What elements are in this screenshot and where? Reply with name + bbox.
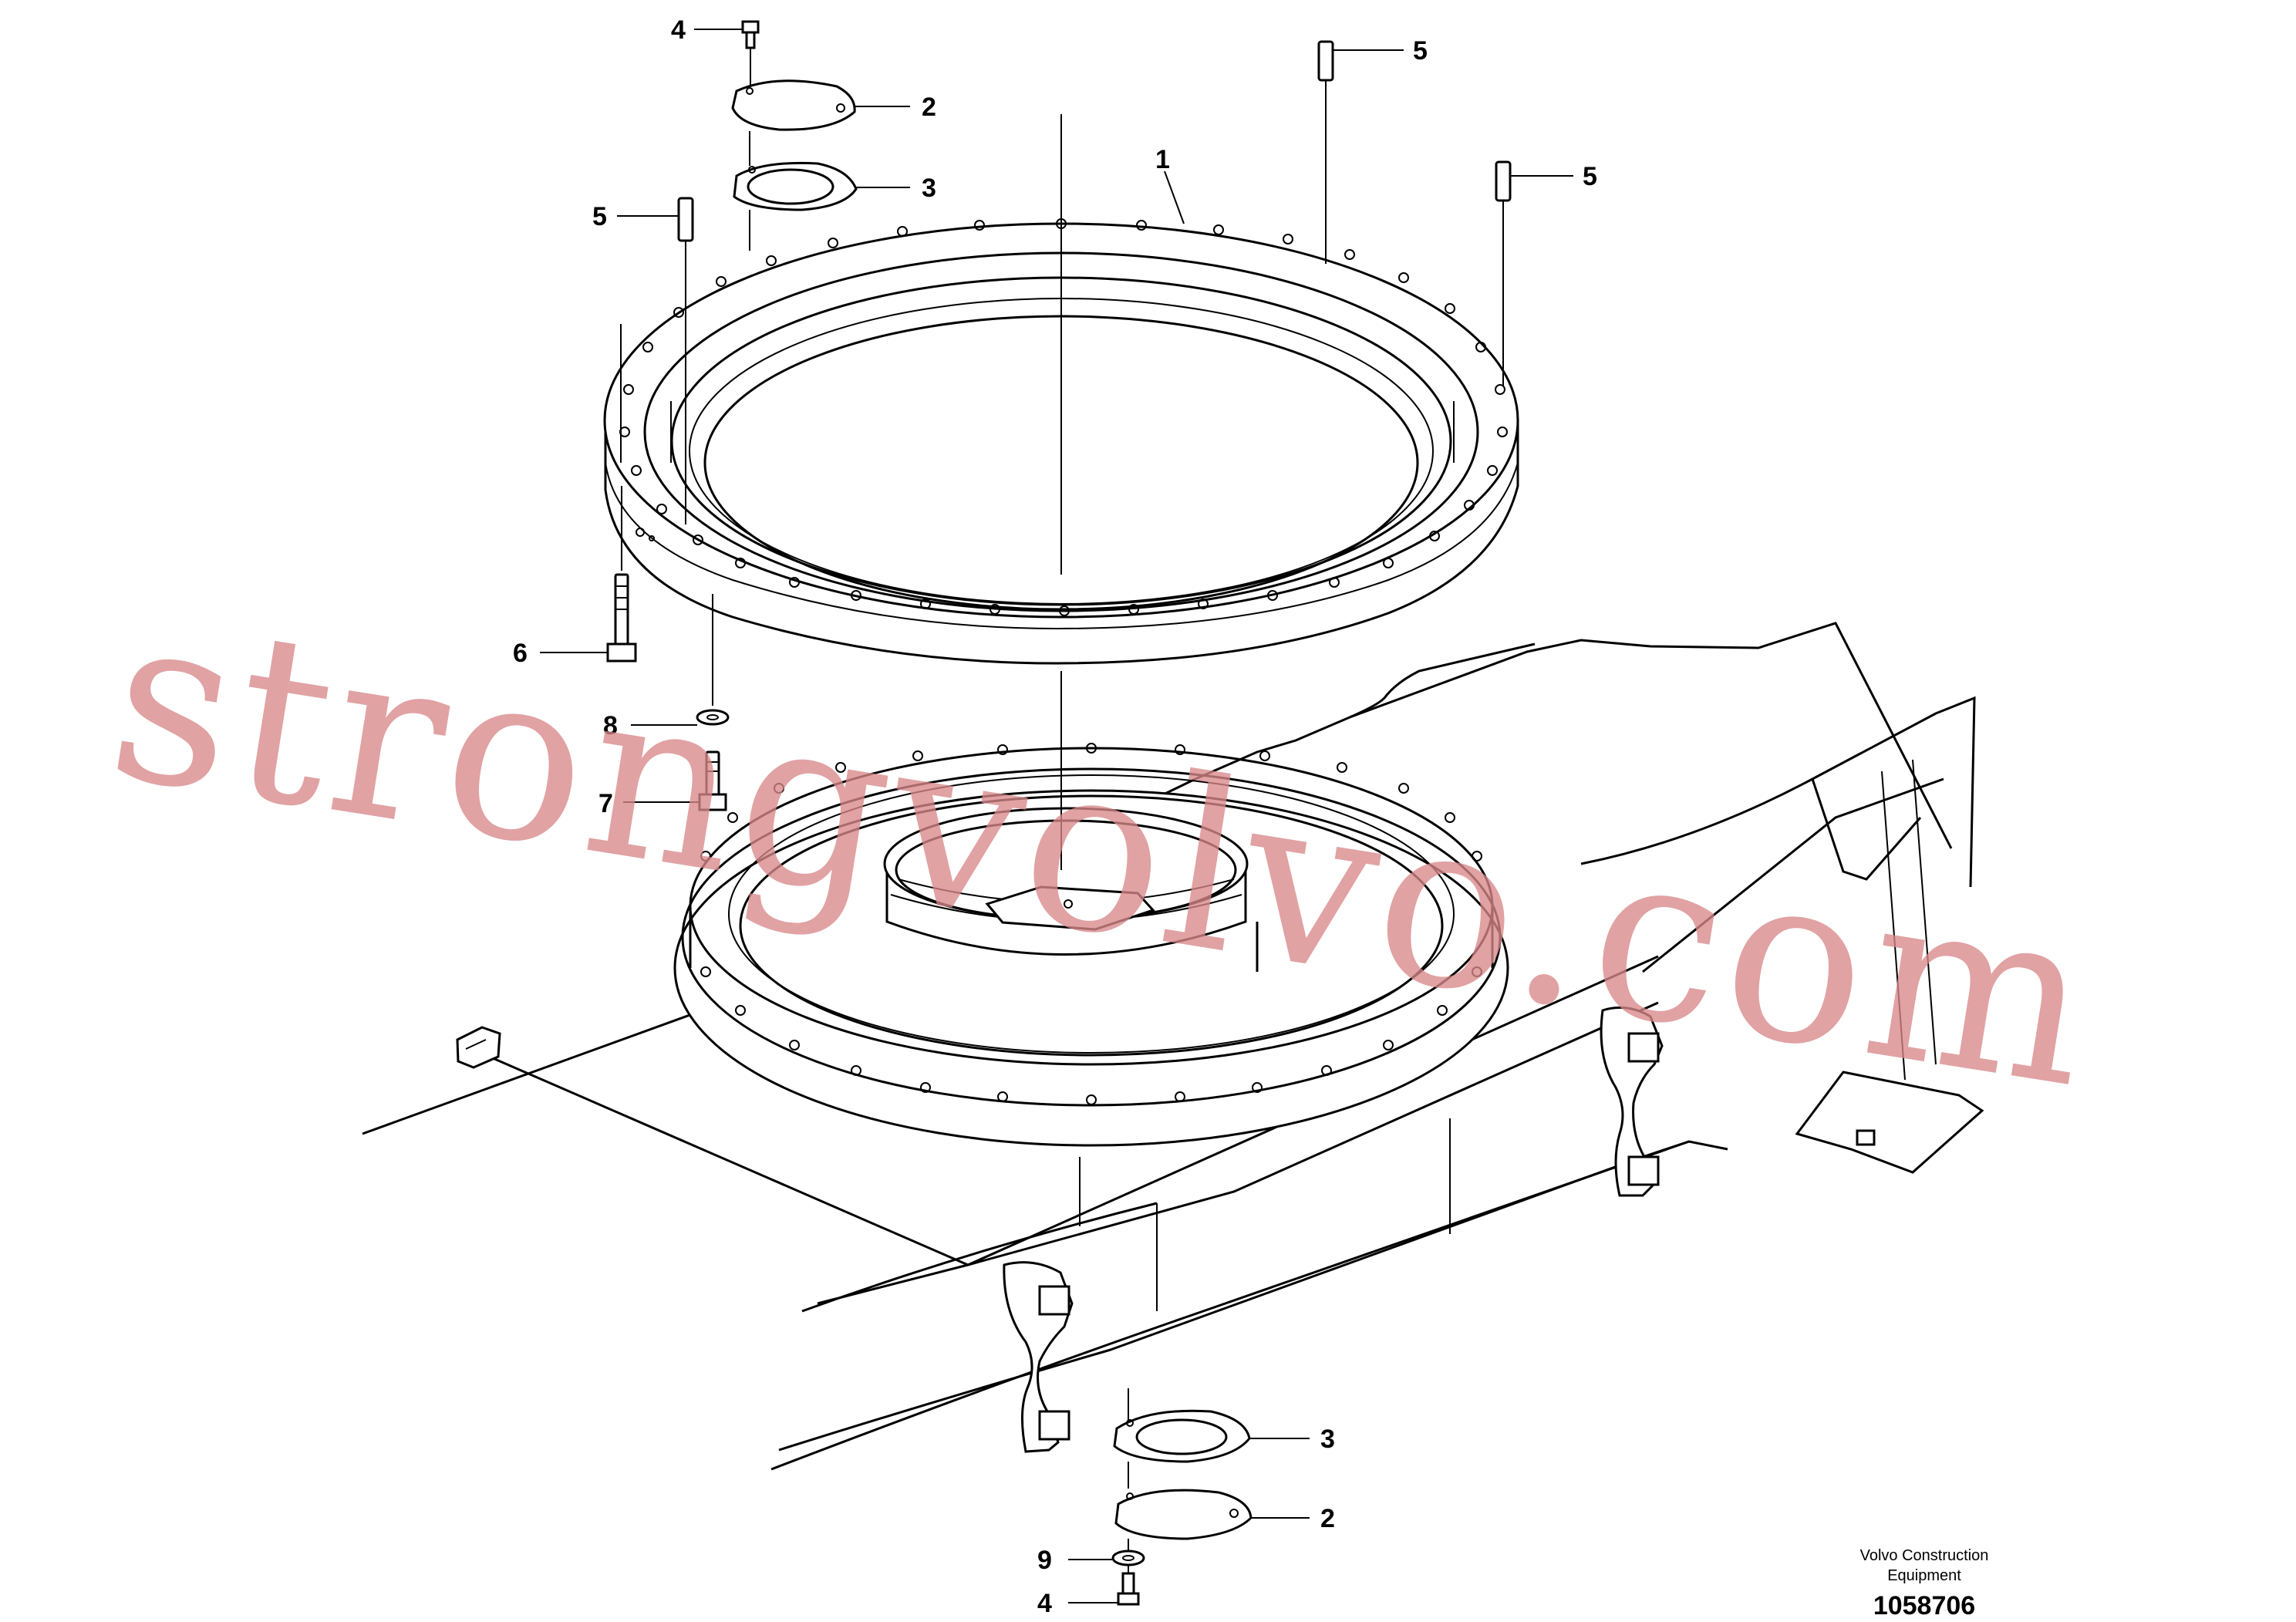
bolt-6 — [606, 486, 637, 663]
top-cover-assembly — [731, 20, 858, 251]
bottom-cover-assembly — [1111, 1388, 1253, 1606]
dowel-pin-top — [1317, 40, 1334, 264]
callout-8: 8 — [603, 711, 618, 740]
callout-6: 6 — [513, 639, 528, 668]
callout-2-bottom: 2 — [1320, 1504, 1335, 1533]
dowel-pin-right — [1495, 160, 1512, 386]
callout-5-top: 5 — [1413, 36, 1428, 66]
lower-flange-holes — [700, 743, 1482, 1105]
lower-ring-mount — [673, 743, 1509, 1147]
callout-7: 7 — [598, 789, 613, 818]
callout-2-top: 2 — [922, 93, 936, 122]
credit-line-2: Equipment — [1887, 1567, 1961, 1584]
callout-3-bottom: 3 — [1320, 1425, 1335, 1454]
ring-outer-holes — [619, 218, 1508, 616]
washer-bolt-7-8 — [696, 594, 730, 811]
callout-3-top: 3 — [922, 174, 936, 203]
callout-4-bottom: 4 — [1037, 1589, 1052, 1618]
drawing-number: 1058706 — [1873, 1591, 1975, 1620]
dowel-pin-left — [677, 197, 694, 524]
upper-frame — [362, 622, 1984, 1471]
callout-4-top: 4 — [671, 15, 686, 45]
credit-line-1: Volvo Construction — [1860, 1547, 1989, 1564]
callout-9: 9 — [1037, 1546, 1052, 1575]
callout-5-left: 5 — [592, 202, 607, 231]
callout-numbers: 4 2 3 1 5 5 5 6 8 7 3 2 9 4 — [513, 15, 1597, 1618]
callout-5-right: 5 — [1583, 162, 1597, 191]
leader-lines — [540, 29, 1573, 1603]
credit-block: Volvo Construction Equipment 1058706 — [1860, 1547, 1989, 1620]
callout-1: 1 — [1155, 145, 1170, 174]
